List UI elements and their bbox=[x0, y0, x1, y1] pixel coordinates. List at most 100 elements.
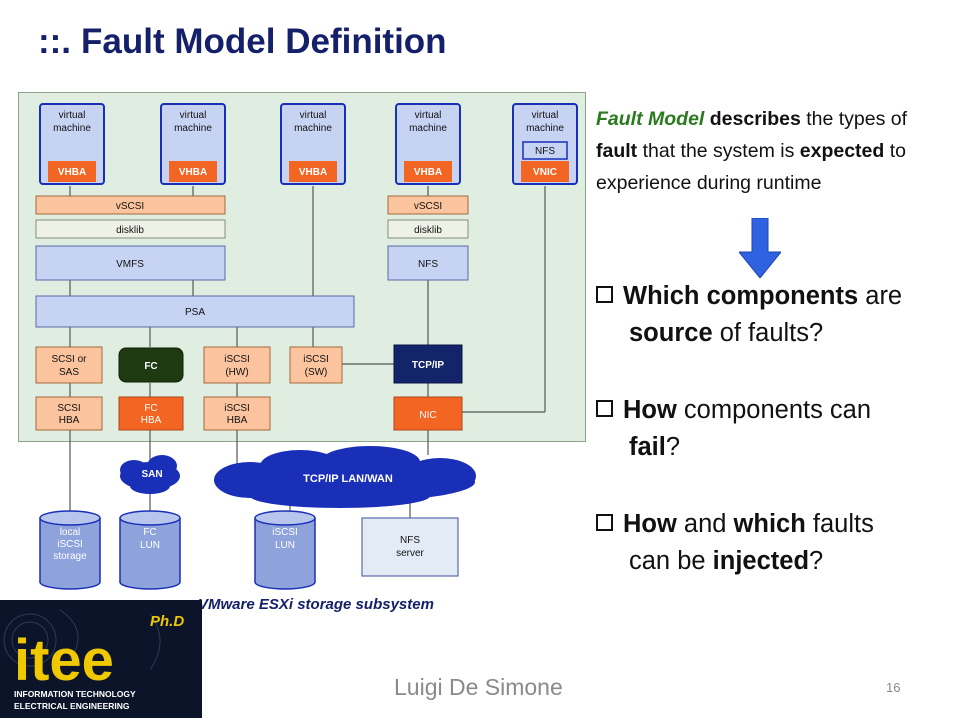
svg-text:storage: storage bbox=[53, 551, 87, 562]
svg-text:machine: machine bbox=[294, 123, 332, 134]
svg-text:iSCSI: iSCSI bbox=[224, 354, 250, 365]
svg-text:machine: machine bbox=[174, 123, 212, 134]
svg-text:NFS: NFS bbox=[535, 146, 555, 157]
question-3: How and which faults can be injected? bbox=[596, 506, 958, 580]
checkbox-bullet-icon bbox=[596, 400, 613, 417]
nfs-layer: NFS bbox=[387, 245, 469, 281]
fc-lun-storage: FC LUN bbox=[119, 510, 181, 590]
desc-that-the-system: that the system is bbox=[642, 140, 795, 162]
psa-layer: PSA bbox=[35, 295, 355, 328]
slide-title: ::. Fault Model Definition bbox=[38, 22, 447, 62]
svg-text:HBA: HBA bbox=[141, 415, 162, 426]
svg-text:FC: FC bbox=[143, 527, 156, 538]
itee-phd-logo: Ph.D itee INFORMATION TECHNOLOGY ELECTRI… bbox=[0, 600, 202, 718]
virtual-machine-1: virtual machine VHBA bbox=[39, 103, 105, 185]
svg-text:iSCSI: iSCSI bbox=[224, 403, 250, 414]
svg-text:VHBA: VHBA bbox=[299, 167, 327, 178]
local-iscsi-storage: local iSCSI storage bbox=[39, 510, 101, 590]
svg-text:VHBA: VHBA bbox=[58, 167, 86, 178]
svg-text:TCP/IP LAN/WAN: TCP/IP LAN/WAN bbox=[303, 473, 393, 485]
checkbox-bullet-icon bbox=[596, 286, 613, 303]
svg-text:machine: machine bbox=[409, 123, 447, 134]
desc-expected: expected bbox=[799, 140, 885, 162]
fc-hba: FC HBA bbox=[118, 396, 184, 431]
svg-text:itee: itee bbox=[14, 628, 114, 693]
svg-text:NFS: NFS bbox=[400, 535, 420, 546]
scsi-sas-driver: SCSI or SAS bbox=[35, 346, 103, 384]
vscsi-layer-right: vSCSI bbox=[387, 195, 469, 215]
svg-text:SCSI or: SCSI or bbox=[51, 354, 87, 365]
question-1: Which components are source of faults? bbox=[596, 278, 958, 352]
svg-text:disklib: disklib bbox=[414, 225, 442, 236]
svg-text:VHBA: VHBA bbox=[414, 167, 442, 178]
svg-text:HBA: HBA bbox=[59, 415, 80, 426]
svg-text:ELECTRICAL ENGINEERING: ELECTRICAL ENGINEERING bbox=[14, 701, 130, 711]
svg-text:vSCSI: vSCSI bbox=[414, 201, 442, 212]
vmfs-layer: VMFS bbox=[35, 245, 226, 281]
virtual-machine-4: virtual machine VHBA bbox=[395, 103, 461, 185]
svg-text:FC: FC bbox=[144, 403, 157, 414]
fc-driver: FC bbox=[118, 347, 184, 383]
author-name: Luigi De Simone bbox=[394, 674, 563, 700]
nic: NIC bbox=[393, 396, 463, 431]
fault-model-term: Fault Model bbox=[596, 108, 705, 130]
svg-text:VMFS: VMFS bbox=[116, 259, 144, 270]
iscsi-lun-storage: iSCSI LUN bbox=[254, 510, 316, 590]
svg-text:virtual: virtual bbox=[180, 110, 207, 121]
svg-text:INFORMATION TECHNOLOGY: INFORMATION TECHNOLOGY bbox=[14, 689, 136, 699]
virtual-machine-3: virtual machine VHBA bbox=[280, 103, 346, 185]
tcpip-stack: TCP/IP bbox=[393, 344, 463, 384]
desc-describes: describes bbox=[709, 108, 801, 130]
svg-text:TCP/IP: TCP/IP bbox=[412, 360, 445, 371]
svg-text:machine: machine bbox=[526, 123, 564, 134]
iscsi-hw-driver: iSCSI (HW) bbox=[203, 346, 271, 384]
svg-text:HBA: HBA bbox=[227, 415, 248, 426]
svg-text:(SW): (SW) bbox=[305, 367, 328, 378]
svg-text:VHBA: VHBA bbox=[179, 167, 207, 178]
question-2: How components can fail? bbox=[596, 392, 958, 466]
svg-text:SAN: SAN bbox=[141, 469, 162, 480]
desc-rest: to experience during runtime bbox=[596, 140, 906, 194]
down-arrow-icon bbox=[739, 218, 781, 278]
svg-text:(HW): (HW) bbox=[225, 367, 248, 378]
scsi-hba: SCSI HBA bbox=[35, 396, 103, 431]
svg-text:local: local bbox=[60, 527, 81, 538]
svg-text:NFS: NFS bbox=[418, 259, 438, 270]
svg-text:LUN: LUN bbox=[275, 540, 295, 551]
nfs-server: NFS server bbox=[361, 517, 459, 577]
title-prefix: ::. bbox=[38, 22, 72, 61]
svg-text:VNIC: VNIC bbox=[533, 167, 557, 178]
diagram-connectors bbox=[69, 186, 546, 518]
svg-text:NIC: NIC bbox=[419, 410, 436, 421]
san-cloud: SAN bbox=[120, 455, 180, 494]
svg-text:virtual: virtual bbox=[532, 110, 559, 121]
svg-text:Ph.D: Ph.D bbox=[150, 613, 184, 630]
svg-text:FC: FC bbox=[144, 361, 157, 372]
svg-text:iSCSI: iSCSI bbox=[57, 539, 83, 550]
svg-text:SAS: SAS bbox=[59, 367, 79, 378]
iscsi-hba: iSCSI HBA bbox=[203, 396, 271, 431]
iscsi-sw-driver: iSCSI (SW) bbox=[289, 346, 343, 384]
svg-text:virtual: virtual bbox=[300, 110, 327, 121]
desc-fault: fault bbox=[596, 140, 638, 162]
checkbox-bullet-icon bbox=[596, 514, 613, 531]
svg-text:iSCSI: iSCSI bbox=[272, 527, 298, 538]
svg-text:iSCSI: iSCSI bbox=[303, 354, 329, 365]
virtual-machine-2: virtual machine VHBA bbox=[160, 103, 226, 185]
vscsi-layer-left: vSCSI bbox=[35, 195, 226, 215]
disklib-layer-right: disklib bbox=[387, 219, 469, 239]
disklib-layer-left: disklib bbox=[35, 219, 226, 239]
page-number: 16 bbox=[886, 680, 901, 695]
lan-wan-cloud: TCP/IP LAN/WAN bbox=[214, 446, 476, 508]
diagram-caption: VMware ESXi storage subsystem bbox=[198, 596, 434, 613]
svg-text:LUN: LUN bbox=[140, 540, 160, 551]
svg-text:disklib: disklib bbox=[116, 225, 144, 236]
desc-the-types-of: the types of bbox=[806, 108, 908, 130]
svg-text:server: server bbox=[396, 548, 424, 559]
fault-model-description: Fault Model describes the types of fault… bbox=[596, 103, 952, 199]
svg-text:virtual: virtual bbox=[59, 110, 86, 121]
svg-text:virtual: virtual bbox=[415, 110, 442, 121]
virtual-machine-5: virtual machine NFS VNIC bbox=[512, 103, 578, 185]
title-text: Fault Model Definition bbox=[81, 22, 447, 61]
